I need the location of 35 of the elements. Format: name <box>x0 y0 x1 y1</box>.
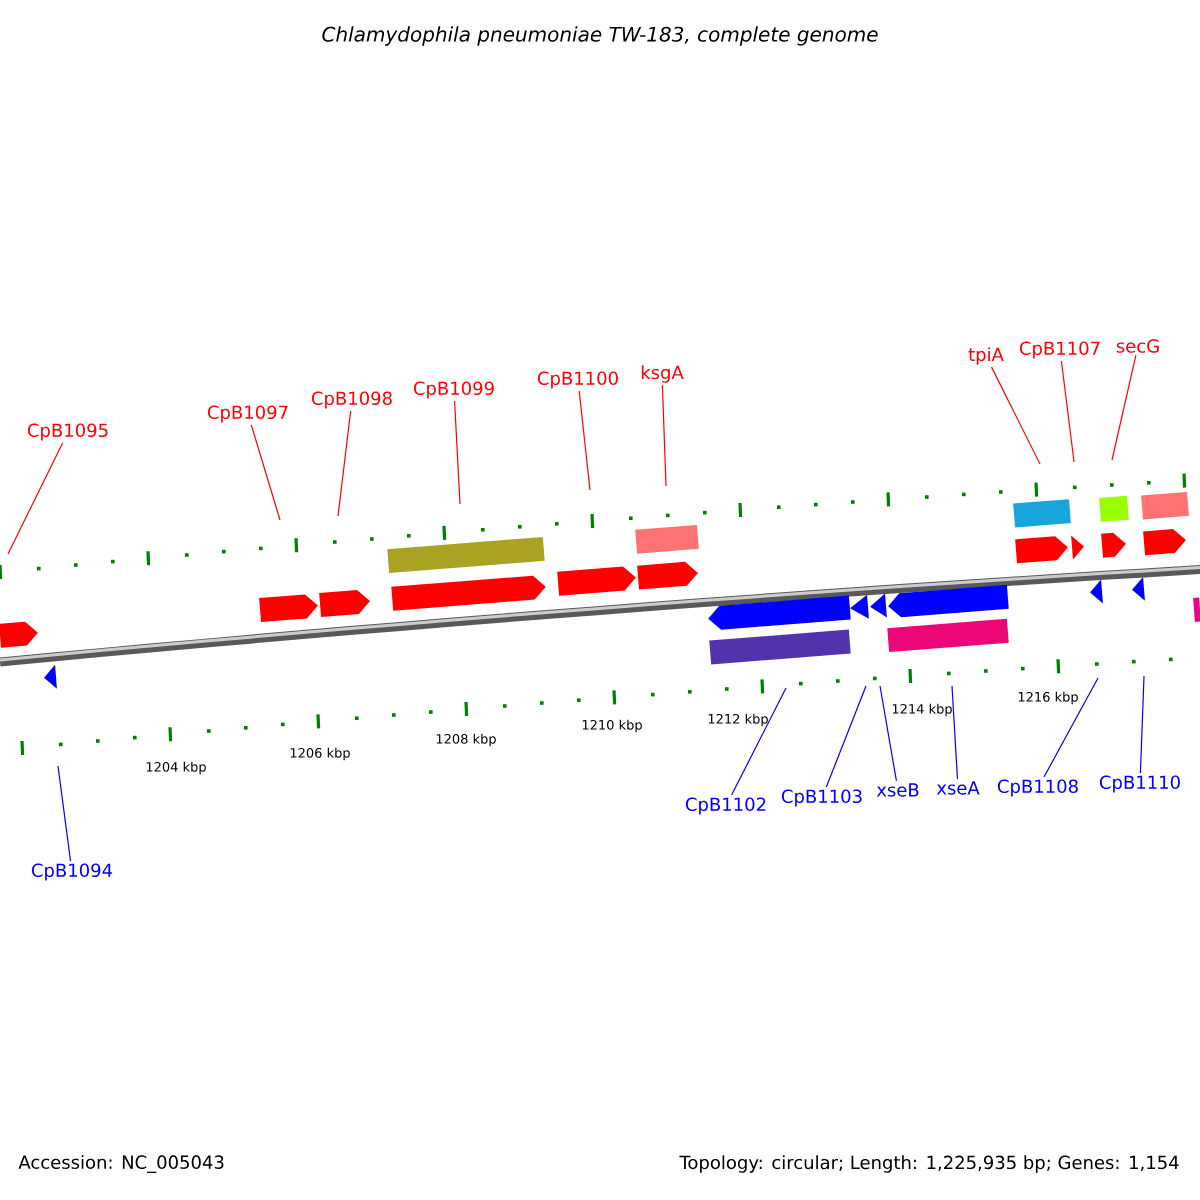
title: Chlamydophila pneumoniae TW-183, complete genome <box>322 26 878 46</box>
leader-line <box>1060 360 1075 463</box>
leader-line <box>951 685 959 780</box>
gene-label: tpiA <box>968 347 1004 365</box>
leader-line <box>1111 354 1137 461</box>
leader-line <box>879 685 898 782</box>
gene-label: CpB1095 <box>27 423 108 441</box>
leader-line <box>825 685 867 788</box>
gene-label: CpB1110 <box>1099 775 1180 793</box>
gene-label: CpB1098 <box>311 391 392 409</box>
gene-label: xseB <box>876 783 919 797</box>
gene-label: CpB1103 <box>781 789 862 807</box>
leader-line <box>661 384 667 487</box>
leader-line <box>1043 677 1099 778</box>
leader-line <box>7 442 64 555</box>
leader-line <box>57 765 72 862</box>
leader-line <box>250 424 281 521</box>
leader-line <box>1139 675 1145 774</box>
leader-line <box>337 410 352 517</box>
gene-label: CpB1094 <box>31 863 113 881</box>
leader-line <box>453 400 461 505</box>
gene-label: CpB1108 <box>997 779 1078 797</box>
gene-label: CpB1107 <box>1019 341 1100 359</box>
leader-line <box>990 366 1041 465</box>
leader-line <box>578 390 591 491</box>
genome-summary-text: Topology: circular; Length: 1,225,935 bp; Genes: 1,154 <box>679 1155 1179 1173</box>
gene-label: secG <box>1116 339 1159 353</box>
gene-label: CpB1100 <box>537 371 618 389</box>
gene-label: CpB1102 <box>685 797 766 815</box>
gene-label: CpB1097 <box>207 405 288 423</box>
gene-label: CpB1099 <box>413 381 494 399</box>
accession-text: Accession: NC_005043 <box>18 1155 224 1173</box>
gene-label: ksgA <box>641 365 684 383</box>
gene-label: xseA <box>936 781 980 795</box>
leader-line <box>730 687 787 796</box>
